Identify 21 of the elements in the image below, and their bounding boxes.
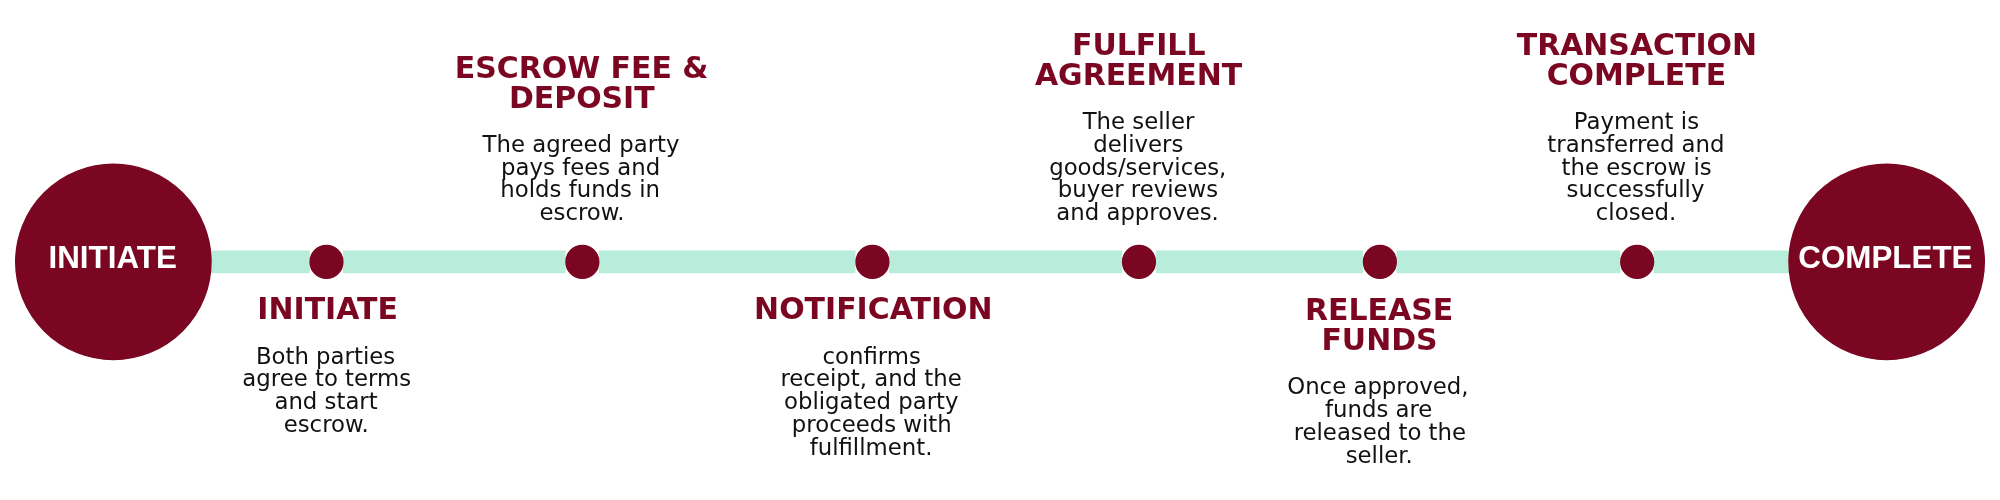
node-circle [565, 244, 600, 279]
node-circle [1620, 244, 1655, 279]
connector [1653, 250, 1789, 273]
node-circle [1362, 244, 1397, 279]
connector [211, 250, 310, 273]
connector [598, 250, 856, 273]
node-circle [1121, 244, 1157, 279]
node-text: TRANSACTION COMPLETE Payment is transferred and the escrow is successfully closed. [1516, 26, 1758, 225]
node-text: ESCROW FEE & DEPOSIT The agreed party pays fees and holds funds in escrow. [454, 49, 709, 225]
node-circle: INITIATE [15, 163, 212, 360]
node-text: RELEASE FUNDS Once approved, funds are released to the seller. [1287, 291, 1469, 468]
connector [889, 250, 1123, 273]
node-circle [309, 244, 344, 279]
connector [1155, 250, 1363, 273]
node-circle: COMPLETE [1788, 163, 1985, 360]
node-circle [855, 244, 890, 279]
connector [1396, 250, 1621, 273]
node-text: FULFILL AGREEMENT The seller delivers goods/services, buyer reviews and approves. [1034, 26, 1243, 225]
node-text: INITIATE Both parties agree to terms and start escrow. [242, 290, 412, 437]
node-text: NOTIFICATION confirms receipt, and the obligated party proceeds with fulfillment. [754, 290, 993, 460]
connector [342, 250, 566, 273]
